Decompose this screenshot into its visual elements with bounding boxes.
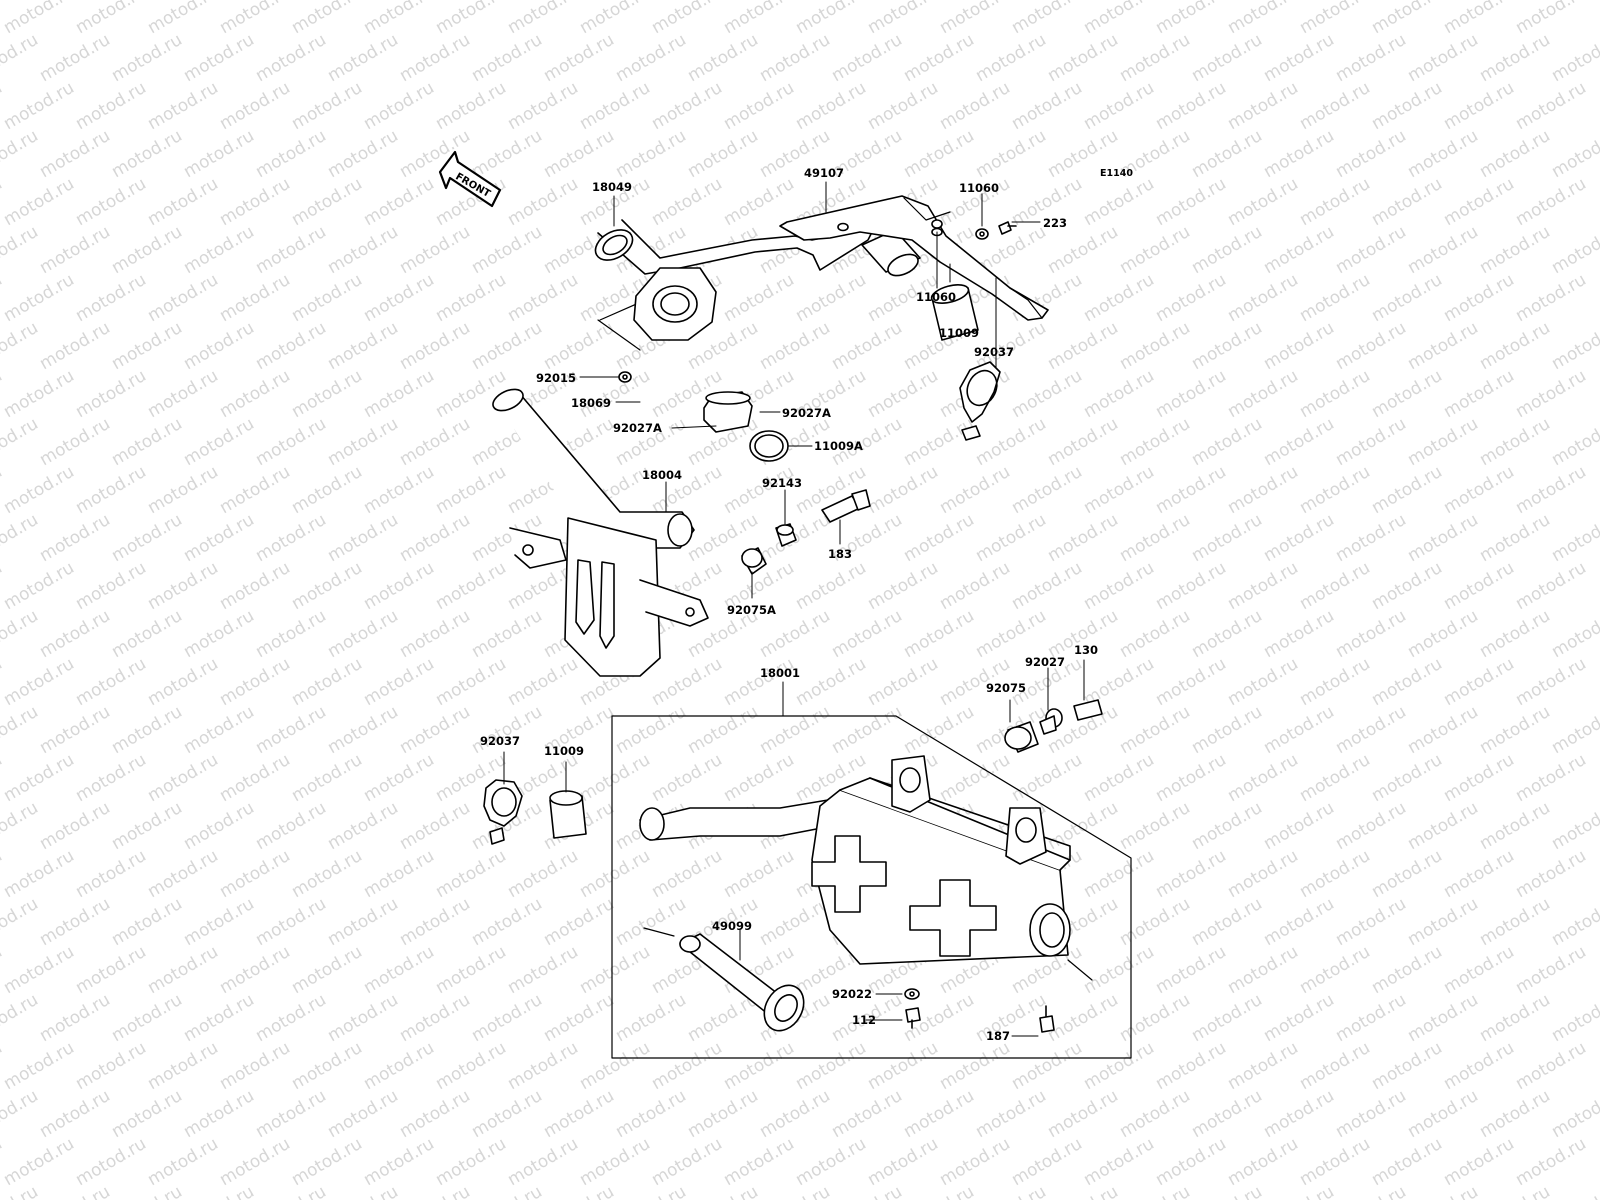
label-18069: 18069 — [571, 396, 611, 410]
label-18004: 18004 — [642, 468, 682, 482]
damper-92075 — [1004, 721, 1039, 753]
label-130: 130 — [1074, 643, 1098, 657]
clamp-92037-top — [959, 361, 1001, 441]
gasket-11009-top — [930, 284, 979, 341]
label-92027A-left: 92027A — [613, 421, 662, 435]
grommet-11060-top — [975, 228, 989, 240]
label-223: 223 — [1043, 216, 1067, 230]
label-49107: 49107 — [804, 166, 844, 180]
label-92037-lower: 92037 — [480, 734, 520, 748]
bolt-223 — [998, 221, 1017, 235]
label-49099: 49099 — [712, 919, 752, 933]
nut-92015 — [618, 371, 632, 383]
exhaust-pipe-18049 — [594, 219, 921, 351]
label-92015: 92015 — [536, 371, 576, 385]
label-18049: 18049 — [592, 180, 632, 194]
muffler-assembly-box — [611, 715, 1132, 1059]
label-11060-lower: 11060 — [916, 290, 956, 304]
bolt-130 — [1073, 699, 1103, 721]
label-18001: 18001 — [760, 666, 800, 680]
damper-92075A — [741, 547, 767, 575]
flange-18069 — [633, 267, 717, 341]
label-187: 187 — [986, 1029, 1010, 1043]
grommet-11060-lower — [931, 219, 943, 229]
washer-92022 — [904, 988, 920, 1000]
pipe-18004 — [492, 388, 709, 677]
spark-arrester-49099 — [643, 927, 805, 1032]
label-92075A: 92075A — [727, 603, 776, 617]
bolt-187 — [1039, 1005, 1055, 1033]
label-183: 183 — [828, 547, 852, 561]
label-92143: 92143 — [762, 476, 802, 490]
diagram-code: E1140 — [1100, 168, 1133, 179]
bolt-183 — [821, 489, 871, 523]
label-11060-top: 11060 — [959, 181, 999, 195]
label-11009-top: 11009 — [939, 326, 979, 340]
front-arrow-icon — [438, 150, 502, 208]
label-112: 112 — [852, 1013, 876, 1027]
muffler-18001 — [639, 755, 1093, 981]
label-92037-top: 92037 — [974, 345, 1014, 359]
gasket-11009A — [749, 430, 789, 462]
collar-92143 — [775, 523, 797, 547]
label-11009A: 11009A — [814, 439, 863, 453]
collar-92027A — [703, 391, 753, 433]
label-92022: 92022 — [832, 987, 872, 1001]
label-92027A-right: 92027A — [782, 406, 831, 420]
label-11009-lower: 11009 — [544, 744, 584, 758]
clamp-92037-lower — [483, 779, 523, 845]
bolt-112 — [905, 1007, 921, 1029]
label-92027: 92027 — [1025, 655, 1065, 669]
gasket-11009-lower — [549, 790, 587, 839]
label-92075: 92075 — [986, 681, 1026, 695]
collar-92027 — [1039, 708, 1063, 735]
leader-lines — [503, 181, 1085, 1037]
